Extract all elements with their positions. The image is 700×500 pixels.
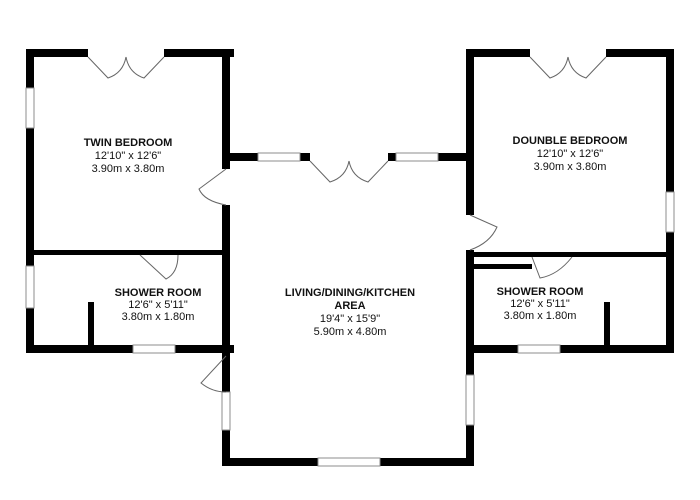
twin-bedroom-label: TWIN BEDROOM 12'10" x 12'6" 3.90m x 3.80… <box>84 137 173 175</box>
double-bedroom-metric: 3.90m x 3.80m <box>534 161 607 173</box>
living-area-name-line1: LIVING/DINING/KITCHEN <box>285 287 415 299</box>
window-right-shower-bottom <box>517 344 561 354</box>
window-left-shower-bottom <box>132 344 176 354</box>
door-centre-french-left <box>309 160 350 183</box>
right-shower-room-name: SHOWER ROOM <box>497 286 584 298</box>
french-door-opening-left <box>88 48 164 58</box>
wall-right-bottom <box>466 345 674 353</box>
living-area-metric: 5.90m x 4.80m <box>314 326 387 338</box>
wall-left-wing-right <box>222 49 230 169</box>
french-door-opening-right <box>530 48 606 58</box>
window-centre-top-right <box>395 152 439 162</box>
window-left-shower <box>25 265 35 309</box>
french-door-opening-centre <box>310 152 388 162</box>
wall-right-shower-partition <box>604 302 610 350</box>
wall-twin-shower-divider <box>26 250 230 255</box>
window-living-right <box>465 374 475 426</box>
door-twin-french-left <box>87 56 127 79</box>
doors <box>87 56 607 393</box>
double-bedroom-imperial: 12'10" x 12'6" <box>537 148 604 160</box>
wall-right-shower-stub <box>474 264 532 269</box>
right-shower-room-metric: 3.80m x 1.80m <box>504 310 577 322</box>
twin-bedroom-name: TWIN BEDROOM <box>84 137 173 149</box>
wall-left-wing-right-lower <box>222 205 230 353</box>
living-area-imperial: 19'4" x 15'9" <box>320 313 380 325</box>
window-twin-bedroom <box>25 87 35 129</box>
wall-double-shower-divider <box>474 252 670 257</box>
door-right-shower <box>531 256 573 279</box>
door-double-french-left <box>529 56 569 79</box>
walls <box>26 49 674 466</box>
right-shower-room-label: SHOWER ROOM 12'6" x 5'11" 3.80m x 1.80m <box>497 286 584 322</box>
door-left-shower <box>139 254 179 280</box>
window-centre-top-left <box>257 152 301 162</box>
double-bedroom-label: DOUNBLE BEDROOM 12'10" x 12'6" 3.90m x 3… <box>513 135 628 173</box>
wall-left-outer <box>26 49 34 353</box>
door-living-entrance <box>200 355 227 393</box>
wall-left-bottom <box>26 345 234 353</box>
door-double-bedroom <box>469 214 498 251</box>
wall-left-shower-partition <box>88 302 94 350</box>
left-shower-room-imperial: 12'6" x 5'11" <box>128 299 188 311</box>
living-area-label: LIVING/DINING/KITCHEN AREA 19'4" x 15'9"… <box>285 287 415 338</box>
twin-bedroom-metric: 3.90m x 3.80m <box>92 163 165 175</box>
window-living-bottom <box>317 457 381 467</box>
left-shower-room-metric: 3.80m x 1.80m <box>122 311 195 323</box>
window-living-left <box>221 391 231 431</box>
door-double-french-right <box>567 56 607 79</box>
left-shower-room-label: SHOWER ROOM 12'6" x 5'11" 3.80m x 1.80m <box>115 287 202 323</box>
door-twin-bedroom <box>198 168 227 206</box>
double-bedroom-name: DOUNBLE BEDROOM <box>513 135 628 147</box>
living-area-name-line2: AREA <box>334 300 365 312</box>
wall-right-wing-left-lower <box>466 250 474 353</box>
twin-bedroom-imperial: 12'10" x 12'6" <box>95 150 162 162</box>
windows <box>25 48 675 467</box>
door-centre-french-right <box>348 160 389 183</box>
left-shower-room-name: SHOWER ROOM <box>115 287 202 299</box>
window-double-bedroom <box>665 191 675 233</box>
right-shower-room-imperial: 12'6" x 5'11" <box>510 298 570 310</box>
door-twin-french-right <box>125 56 165 79</box>
wall-right-wing-left <box>466 49 474 215</box>
